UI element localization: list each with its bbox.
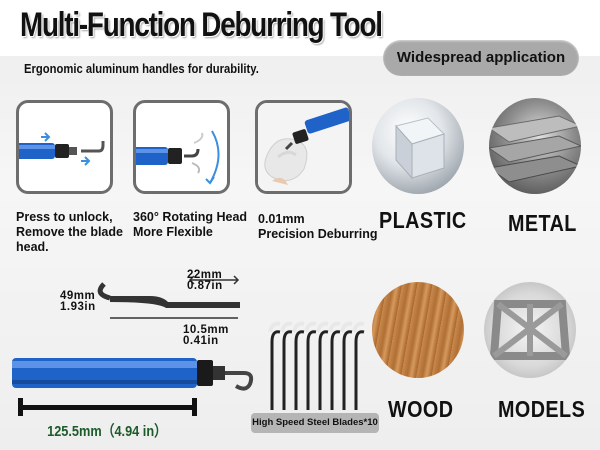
- feature-unlock-line3: head.: [16, 240, 49, 254]
- models-image: [484, 282, 576, 378]
- models-frame-graphic: [489, 300, 571, 360]
- metal-image: [489, 98, 581, 194]
- material-label-wood: WOOD: [388, 396, 454, 422]
- unlock-illustration: [19, 132, 105, 166]
- precision-illustration: [258, 103, 349, 191]
- feature-rotate-image: [133, 100, 230, 194]
- blade-length-mm: 49mm: [60, 290, 96, 302]
- tip-length-label: 22mm 0.87in: [187, 269, 223, 292]
- feature-rotate-line2: More Flexible: [133, 225, 213, 239]
- material-label-metal: METAL: [508, 210, 577, 236]
- feature-precision-line2: Precision Deburring: [258, 227, 378, 241]
- material-label-plastic: PLASTIC: [379, 207, 467, 233]
- plastic-image: [372, 98, 464, 194]
- feature-rotate-line1: 360° Rotating Head: [133, 210, 248, 224]
- feature-precision-caption: 0.01mm Precision Deburring: [258, 212, 377, 242]
- blades-set-image: [268, 321, 365, 410]
- wood-image: [372, 282, 464, 378]
- blade-length-in: 1.93in: [60, 301, 96, 313]
- plastic-cube-graphic: [395, 117, 445, 180]
- blade-length-label: 49mm 1.93in: [60, 290, 96, 313]
- feature-rotate-caption: 360° Rotating Head More Flexible: [133, 210, 247, 240]
- feature-unlock-image: [16, 100, 113, 194]
- shank-length-in: 0.41in: [183, 335, 219, 347]
- rotate-illustration: [136, 130, 220, 185]
- blades-caption: High Speed Steel Blades*10: [251, 413, 379, 433]
- tip-length-in: 0.87in: [187, 280, 223, 292]
- feature-unlock-line2: Remove the blade: [16, 225, 123, 239]
- subtitle: Ergonomic aluminum handles for durabilit…: [24, 62, 259, 76]
- feature-precision-image: [255, 100, 352, 194]
- feature-unlock-line1: Press to unlock,: [16, 210, 113, 224]
- overall-length-bar: [18, 398, 197, 416]
- feature-precision-line1: 0.01mm: [258, 212, 305, 226]
- application-badge: Widespread application: [383, 40, 579, 76]
- feature-unlock-caption: Press to unlock, Remove the blade head.: [16, 210, 123, 255]
- shank-length-mm: 10.5mm: [183, 324, 229, 336]
- shank-length-label: 10.5mm 0.41in: [183, 324, 229, 347]
- tip-length-mm: 22mm: [187, 269, 223, 281]
- material-label-models: MODELS: [498, 396, 586, 422]
- application-badge-label: Widespread application: [396, 49, 566, 66]
- blade-dimension-diagram: [97, 275, 240, 319]
- deburring-tool-image: [12, 358, 254, 391]
- page-title: Multi-Function Deburring Tool: [20, 6, 383, 44]
- overall-length-label: 125.5mm（4.94 in）: [47, 423, 167, 440]
- metal-sheets-graphic: [489, 115, 581, 183]
